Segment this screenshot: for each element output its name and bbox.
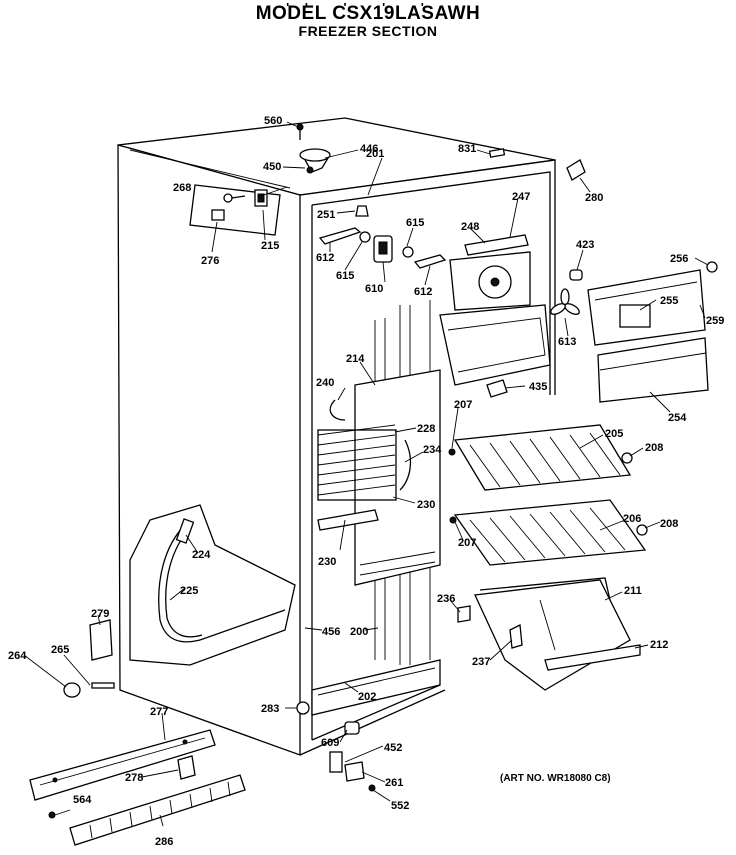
section-title: FREEZER SECTION — [298, 23, 438, 39]
label-613: 613 — [558, 336, 576, 348]
rear-controls — [318, 205, 447, 269]
label-276: 276 — [201, 255, 219, 267]
label-237: 237 — [472, 656, 490, 668]
label-248: 248 — [461, 221, 479, 233]
label-283: 283 — [261, 703, 279, 715]
label-214: 214 — [346, 353, 365, 365]
label-211: 211 — [624, 585, 642, 597]
label-615b: 615 — [336, 270, 354, 282]
label-206: 206 — [623, 513, 641, 525]
label-230b: 230 — [318, 556, 336, 568]
wire-shelf-lower — [453, 499, 648, 566]
model-title: MODEL CSX19LASAWH — [255, 3, 481, 24]
label-612a: 612 — [316, 252, 334, 264]
label-423: 423 — [576, 239, 594, 251]
label-612b: 612 — [414, 286, 432, 298]
label-450: 450 — [263, 161, 281, 173]
label-228: 228 — [417, 423, 435, 435]
label-236: 236 — [437, 593, 455, 605]
label-261: 261 — [385, 777, 403, 789]
label-278: 278 — [125, 772, 143, 784]
label-286: 286 — [155, 836, 173, 848]
label-254: 254 — [668, 412, 687, 424]
label-256: 256 — [670, 253, 688, 265]
label-435: 435 — [529, 381, 547, 393]
hinge-parts — [63, 619, 376, 792]
fan-shroud — [439, 234, 583, 398]
label-207a: 207 — [454, 399, 472, 411]
label-212: 212 — [650, 639, 668, 651]
label-264: 264 — [8, 650, 27, 662]
side-cutout — [129, 504, 296, 666]
label-208a: 208 — [645, 442, 663, 454]
label-208b: 208 — [660, 518, 678, 530]
label-615a: 615 — [406, 217, 424, 229]
label-230a: 230 — [417, 499, 435, 511]
evaporator-cover — [587, 261, 718, 403]
label-205: 205 — [605, 428, 623, 440]
label-280: 280 — [585, 192, 603, 204]
evaporator — [317, 369, 441, 586]
label-552: 552 — [391, 800, 409, 812]
label-255: 255 — [660, 295, 678, 307]
label-609: 609 — [321, 737, 339, 749]
label-251: 251 — [317, 209, 335, 221]
label-277: 277 — [150, 706, 168, 718]
label-610: 610 — [365, 283, 383, 295]
label-201: 201 — [366, 148, 384, 160]
freezer-bin — [457, 577, 641, 691]
wire-shelf-upper — [453, 424, 633, 491]
part-labels: 560 446 450 201 831 280 268 276 215 251 … — [8, 115, 724, 848]
label-247: 247 — [512, 191, 530, 203]
label-200: 200 — [350, 626, 368, 638]
label-265: 265 — [51, 644, 69, 656]
label-456: 456 — [322, 626, 340, 638]
label-452: 452 — [384, 742, 402, 754]
label-225: 225 — [180, 585, 198, 597]
label-215: 215 — [261, 240, 279, 252]
art-number: (ART NO. WR18080 C8) — [500, 773, 611, 784]
label-240: 240 — [316, 377, 334, 389]
label-234: 234 — [423, 444, 442, 456]
leader-lines — [23, 121, 709, 827]
label-207b: 207 — [458, 537, 476, 549]
label-279: 279 — [91, 608, 109, 620]
top-cropped-text: ' ' - ' - ' - ' - — [0, 0, 736, 6]
label-268: 268 — [173, 182, 191, 194]
label-259: 259 — [706, 315, 724, 327]
label-564: 564 — [73, 794, 92, 806]
base-rail — [29, 729, 246, 846]
top-hardware — [211, 123, 586, 221]
label-202: 202 — [358, 691, 376, 703]
label-831: 831 — [458, 143, 476, 155]
label-446: 446 — [360, 143, 378, 155]
label-560: 560 — [264, 115, 282, 127]
label-224: 224 — [192, 549, 211, 561]
